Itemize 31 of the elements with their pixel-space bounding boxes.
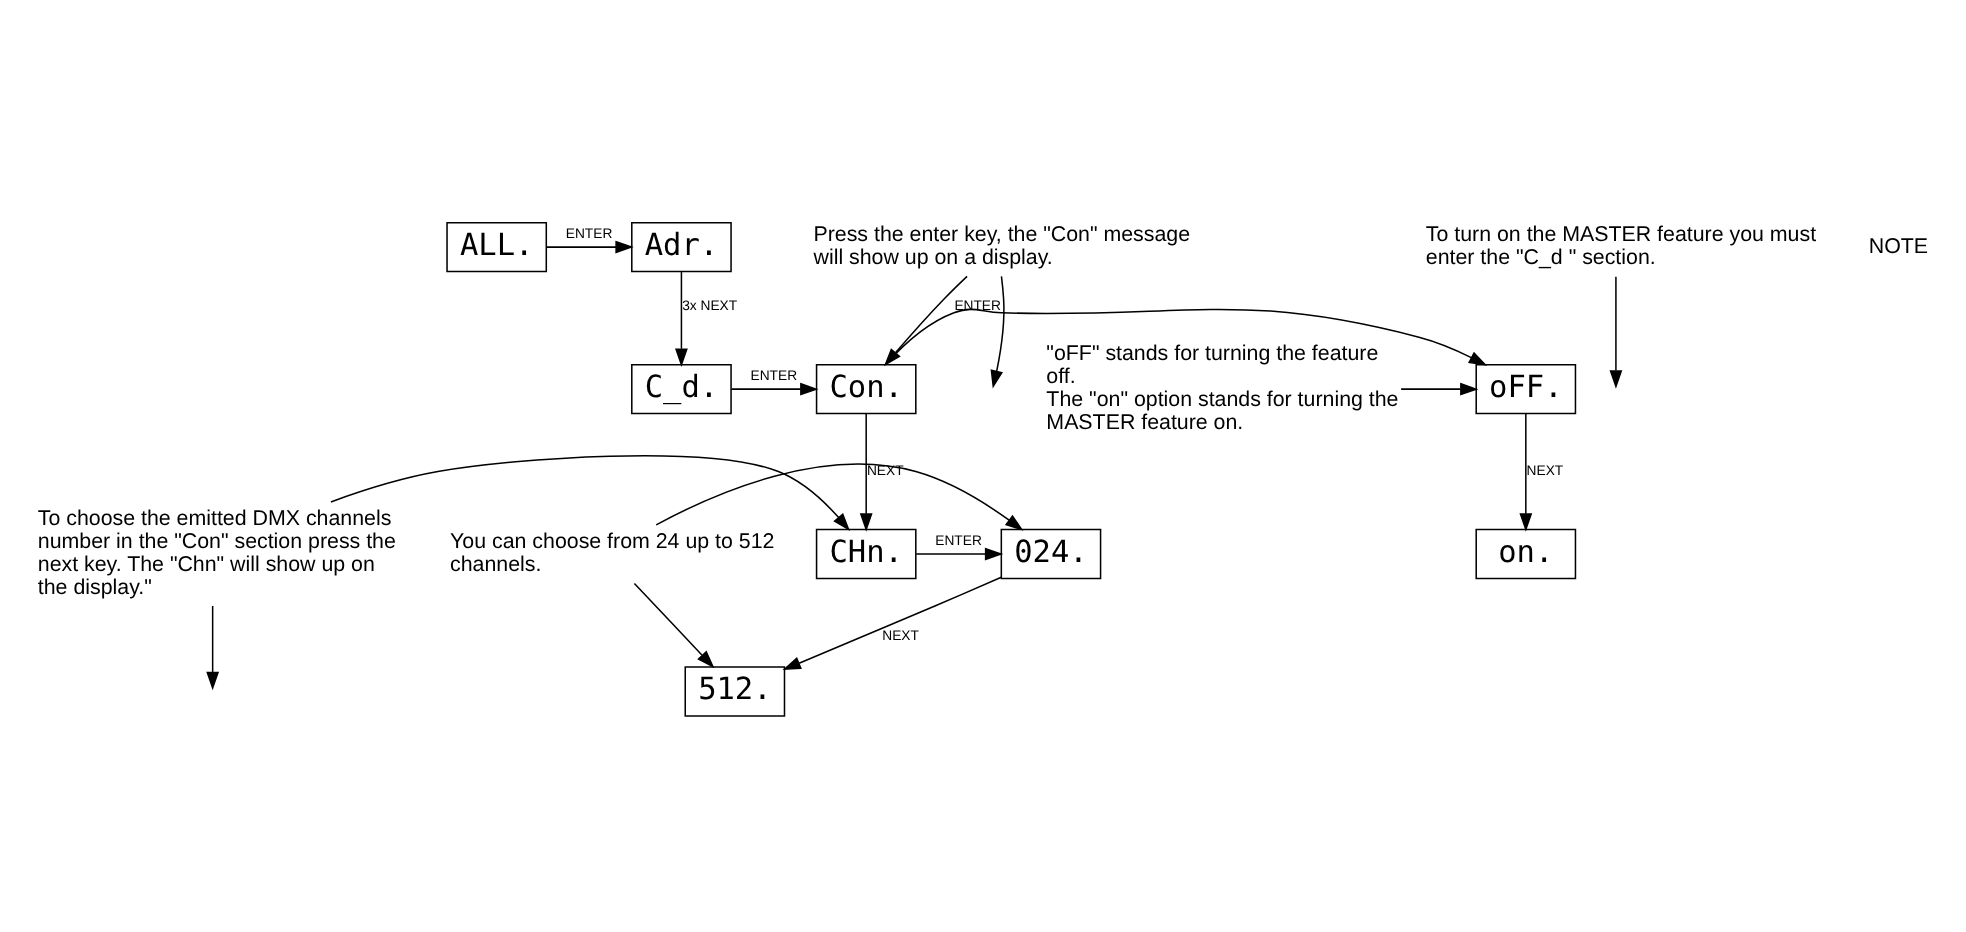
arrow — [782, 575, 1003, 670]
arrow — [730, 381, 819, 395]
arrow — [1400, 381, 1479, 395]
arrow — [1519, 412, 1533, 531]
label: NOTE — [1868, 233, 1929, 258]
arrow — [675, 269, 688, 366]
node-box: on. — [1475, 527, 1577, 579]
arrow — [655, 462, 1024, 530]
node-text: To choose the emitted DMX channels number in the "Con" section press the next key. The "Chn" will show up on the display." — [37, 506, 396, 600]
arrow — [545, 239, 634, 253]
node-box: Adr. — [631, 220, 732, 272]
arrow — [330, 453, 850, 531]
arrow — [1609, 275, 1623, 388]
node-box: Con. — [815, 362, 917, 414]
arrow — [884, 307, 1488, 365]
node-text: To turn on the MASTER feature you must enter the "C_d " section. — [1425, 222, 1817, 270]
arrow — [859, 412, 873, 531]
arrow — [915, 546, 1004, 560]
node-text: "oFF" stands for turning the feature off. The "on" option stands for turning the MASTER feature on. — [1046, 341, 1399, 435]
node-box: oFF. — [1475, 362, 1577, 414]
arrow — [990, 274, 1005, 388]
node-text: You can choose from 24 up to 512 channels. — [450, 529, 775, 577]
node-box: ALL. — [446, 220, 548, 272]
arrow — [633, 581, 715, 668]
arrow — [883, 274, 968, 366]
node-box: 024. — [1000, 527, 1102, 579]
node-text: Press the enter key, the "Con" message will show up on a display. — [813, 222, 1191, 270]
node-box: CHn. — [815, 527, 917, 579]
node-box: 512. — [684, 665, 786, 716]
arrow — [206, 604, 220, 690]
node-box: C_d. — [631, 362, 732, 414]
